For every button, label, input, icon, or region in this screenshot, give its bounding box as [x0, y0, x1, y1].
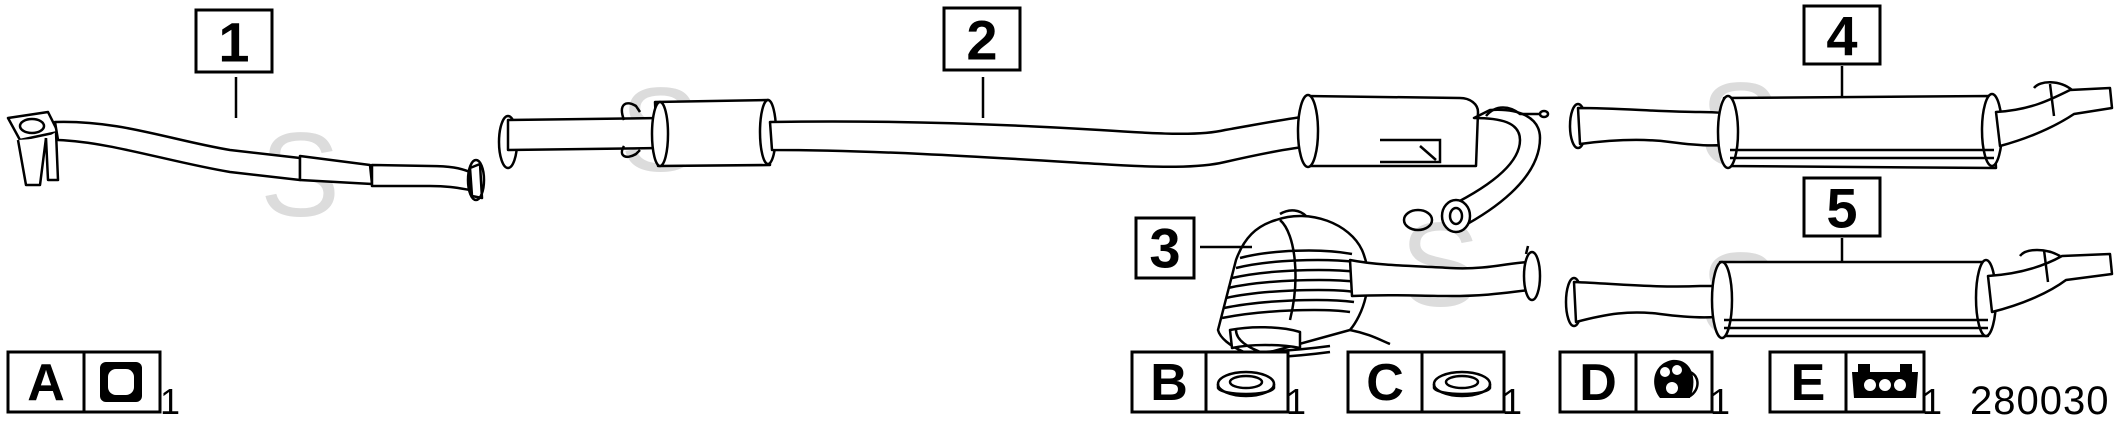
svg-text:E: E: [1791, 354, 1826, 412]
kit-e: E 1: [1768, 350, 1942, 422]
part-label-5: 5: [1802, 176, 1882, 240]
svg-text:1: 1: [1286, 381, 1306, 419]
kit-a: A 1: [6, 350, 180, 422]
svg-text:1: 1: [160, 381, 180, 419]
svg-text:D: D: [1579, 354, 1617, 412]
svg-text:A: A: [27, 354, 65, 412]
part-label-1: 1: [194, 8, 274, 74]
hanger-strap-icon: [1852, 364, 1918, 398]
part-label-3: 3: [1134, 216, 1196, 280]
svg-text:1: 1: [1710, 381, 1730, 419]
front-pipe-part-1[interactable]: [6, 110, 486, 202]
svg-text:2: 2: [966, 9, 997, 72]
watermark-group: S S S S S: [260, 58, 1780, 362]
drawing-number: 280030: [1970, 379, 2109, 419]
rear-silencer-part-3[interactable]: [1213, 208, 1542, 360]
part-label-2: 2: [942, 6, 1022, 72]
svg-text:4: 4: [1826, 5, 1857, 68]
svg-text:C: C: [1366, 354, 1404, 412]
svg-text:1: 1: [218, 11, 249, 74]
ring-gasket-icon: [1216, 370, 1276, 398]
rear-silencer-part-5[interactable]: [1564, 248, 2114, 340]
svg-text:1: 1: [1922, 381, 1942, 419]
rear-silencer-part-4[interactable]: [1568, 81, 2114, 170]
svg-text:3: 3: [1149, 217, 1180, 280]
svg-text:5: 5: [1826, 177, 1857, 240]
kit-c: C 1: [1346, 350, 1522, 422]
rubber-hanger-icon: [1654, 359, 1699, 398]
svg-text:B: B: [1150, 354, 1188, 412]
part-label-4: 4: [1802, 4, 1882, 68]
kit-b: B 1: [1130, 350, 1306, 422]
square-gasket-icon: [100, 362, 142, 402]
middle-pipe-part-2[interactable]: [497, 93, 1550, 234]
ring-gasket-icon: [1432, 370, 1492, 398]
svg-text:1: 1: [1502, 381, 1522, 419]
kit-d: D 1: [1558, 350, 1730, 422]
